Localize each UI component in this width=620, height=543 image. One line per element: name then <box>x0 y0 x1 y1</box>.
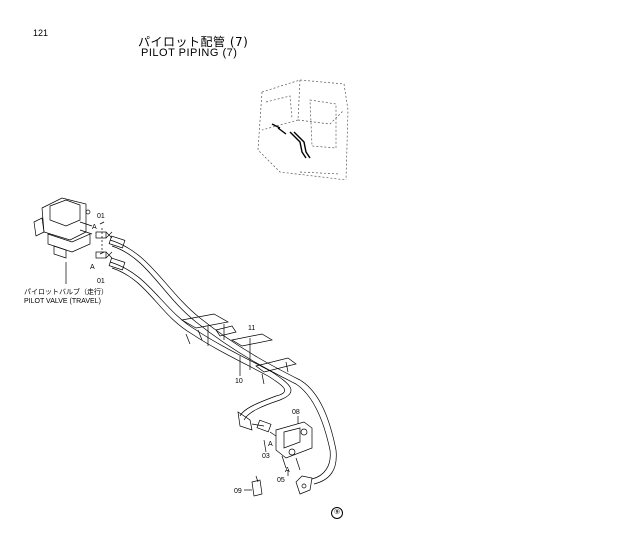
connector-03 <box>256 419 277 437</box>
callout-10: 10 <box>235 378 243 385</box>
callout-11: 11 <box>248 325 256 332</box>
frame-brackets <box>180 313 297 385</box>
page-number: 121 <box>33 28 49 38</box>
callout-view-a-bottom: A <box>285 467 290 474</box>
callout-09: 09 <box>234 488 242 495</box>
callout-view-a-lower: A <box>90 264 95 271</box>
callout-08: 08 <box>292 409 300 416</box>
title-japanese: パイロット配管 (7) <box>138 35 249 49</box>
location-inset <box>257 79 349 181</box>
hose-11 <box>109 239 337 485</box>
elbow-fitting <box>237 411 265 431</box>
corner-mark: ⑨ <box>331 507 343 519</box>
leader-03 <box>263 439 267 453</box>
pilot-valve-label-english: PILOT VALVE (TRAVEL) <box>24 298 101 305</box>
title-english: PILOT PIPING (7) <box>141 47 238 59</box>
callout-01-lower: 01 <box>97 278 105 285</box>
callout-03: 03 <box>262 453 270 460</box>
fitting-05 <box>295 475 313 495</box>
pilot-valve-label-japanese: パイロットバルブ（走行） <box>24 288 108 296</box>
callout-01-upper: 01 <box>97 213 105 220</box>
location-inset-pipe <box>271 123 311 159</box>
callout-view-a-upper: A <box>92 224 97 231</box>
hose-10 <box>109 261 292 421</box>
callout-05: 05 <box>277 477 285 484</box>
fitting-09 <box>244 475 263 497</box>
valve-block <box>275 421 313 471</box>
fitting-01-upper <box>95 231 113 239</box>
hose-end-fittings <box>108 235 126 271</box>
callout-view-a-fitting: A <box>268 441 273 448</box>
fitting-01-lower <box>95 251 113 259</box>
pilot-valve-travel <box>33 197 93 259</box>
